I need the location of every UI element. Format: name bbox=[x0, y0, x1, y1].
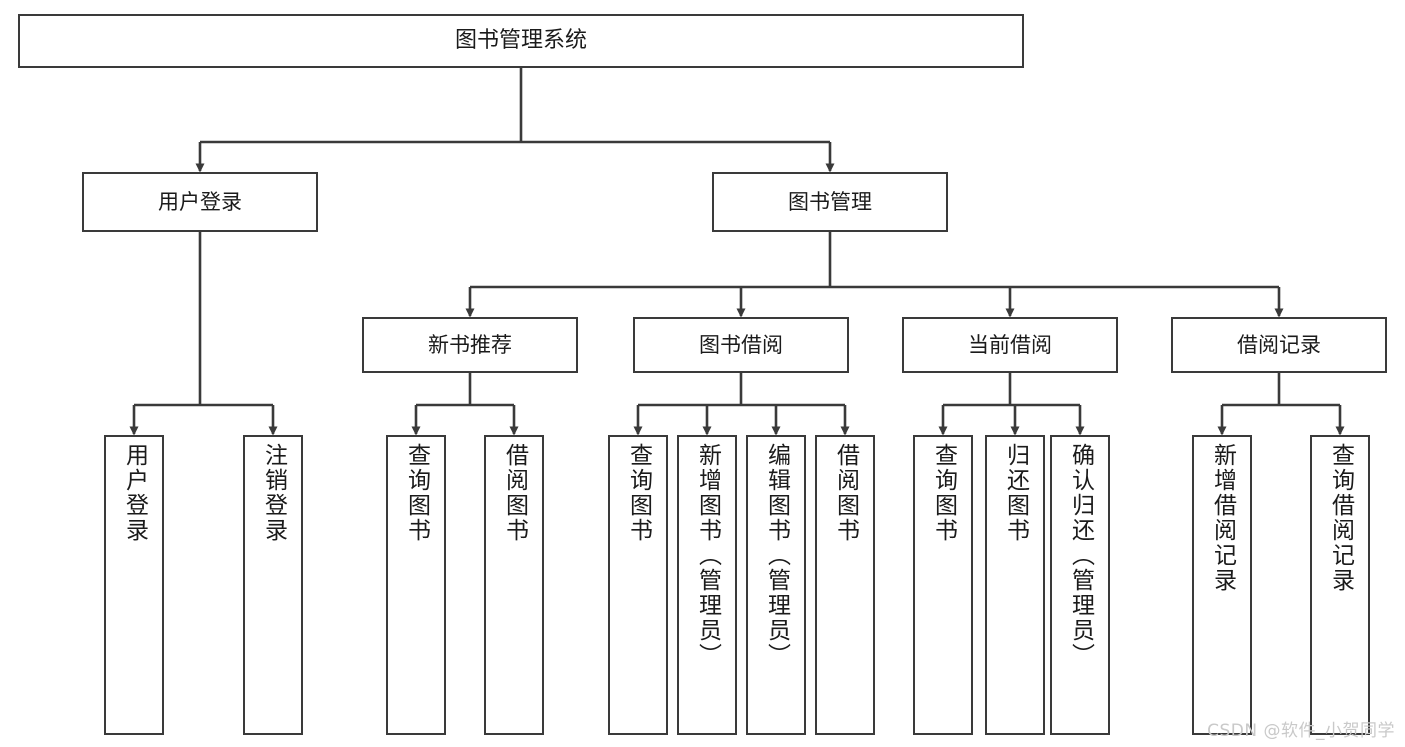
node-leaf-query-book-1-label: 查询图书 bbox=[403, 443, 430, 543]
node-root-label: 图书管理系统 bbox=[454, 28, 587, 54]
watermark-text: CSDN @软件_小贺同学 bbox=[1207, 721, 1395, 741]
node-current-borrow-label: 当前借阅 bbox=[968, 332, 1052, 357]
node-leaf-query-record-label: 查询借阅记录 bbox=[1327, 443, 1354, 593]
node-root[interactable]: 图书管理系统 bbox=[18, 14, 1024, 68]
node-leaf-borrow-book-1-label: 借阅图书 bbox=[501, 443, 528, 543]
node-leaf-user-login-label: 用户登录 bbox=[121, 443, 148, 543]
node-leaf-edit-book-label: 编辑图书（管理员） bbox=[763, 443, 790, 668]
node-leaf-query-record[interactable]: 查询借阅记录 bbox=[1310, 435, 1370, 735]
node-book-management-label: 图书管理 bbox=[788, 189, 872, 214]
node-leaf-return-book-label: 归还图书 bbox=[1002, 443, 1029, 543]
node-current-borrow[interactable]: 当前借阅 bbox=[902, 317, 1118, 373]
node-user-login[interactable]: 用户登录 bbox=[82, 172, 318, 232]
node-new-book-recommend-label: 新书推荐 bbox=[428, 332, 512, 357]
node-leaf-edit-book[interactable]: 编辑图书（管理员） bbox=[746, 435, 806, 735]
node-leaf-query-book-3[interactable]: 查询图书 bbox=[913, 435, 973, 735]
node-leaf-logout-label: 注销登录 bbox=[260, 443, 287, 543]
node-leaf-query-book-3-label: 查询图书 bbox=[930, 443, 957, 543]
node-book-management[interactable]: 图书管理 bbox=[712, 172, 948, 232]
node-leaf-confirm-return[interactable]: 确认归还（管理员） bbox=[1050, 435, 1110, 735]
node-book-borrow-label: 图书借阅 bbox=[699, 332, 783, 357]
node-leaf-add-record[interactable]: 新增借阅记录 bbox=[1192, 435, 1252, 735]
node-leaf-confirm-return-label: 确认归还（管理员） bbox=[1067, 443, 1094, 668]
node-leaf-user-login[interactable]: 用户登录 bbox=[104, 435, 164, 735]
node-leaf-borrow-book-1[interactable]: 借阅图书 bbox=[484, 435, 544, 735]
node-leaf-query-book-2[interactable]: 查询图书 bbox=[608, 435, 668, 735]
node-leaf-query-book-1[interactable]: 查询图书 bbox=[386, 435, 446, 735]
node-user-login-label: 用户登录 bbox=[158, 189, 242, 214]
node-borrow-record[interactable]: 借阅记录 bbox=[1171, 317, 1387, 373]
node-borrow-record-label: 借阅记录 bbox=[1237, 332, 1321, 357]
node-leaf-logout[interactable]: 注销登录 bbox=[243, 435, 303, 735]
node-leaf-add-book-label: 新增图书（管理员） bbox=[694, 443, 721, 668]
node-leaf-add-book[interactable]: 新增图书（管理员） bbox=[677, 435, 737, 735]
node-leaf-add-record-label: 新增借阅记录 bbox=[1209, 443, 1236, 593]
node-leaf-return-book[interactable]: 归还图书 bbox=[985, 435, 1045, 735]
node-leaf-query-book-2-label: 查询图书 bbox=[625, 443, 652, 543]
node-new-book-recommend[interactable]: 新书推荐 bbox=[362, 317, 578, 373]
node-leaf-borrow-book-2-label: 借阅图书 bbox=[832, 443, 859, 543]
node-book-borrow[interactable]: 图书借阅 bbox=[633, 317, 849, 373]
node-leaf-borrow-book-2[interactable]: 借阅图书 bbox=[815, 435, 875, 735]
